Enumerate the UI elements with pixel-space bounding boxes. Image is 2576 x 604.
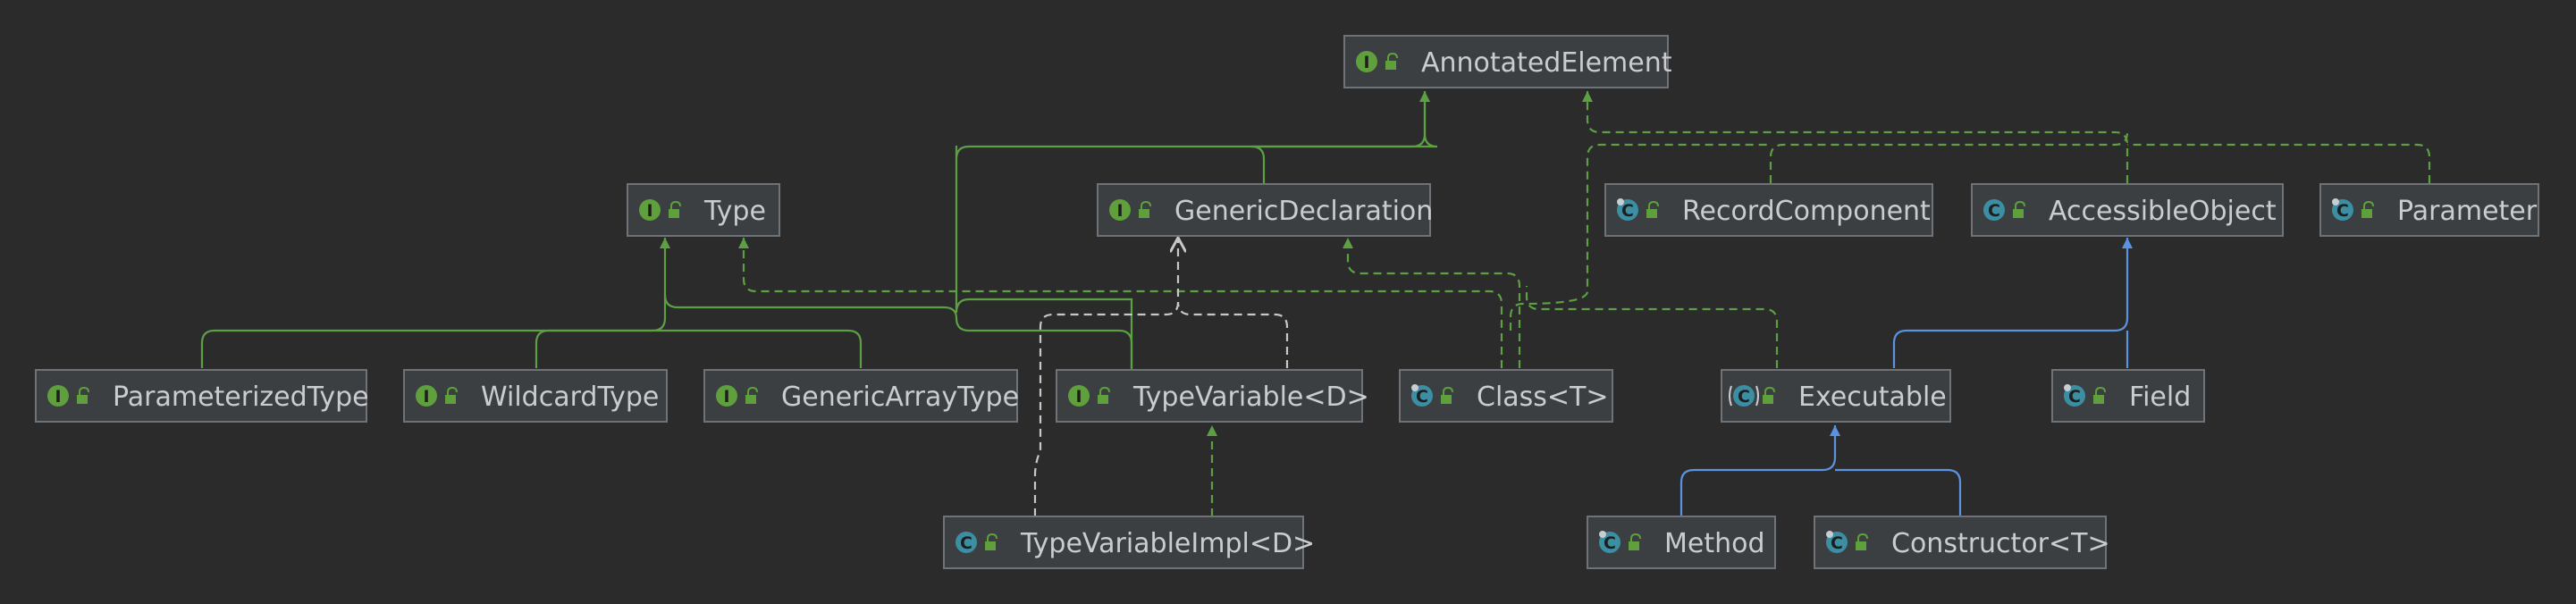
node-label: GenericDeclaration [1174,196,1433,227]
node-label: AnnotatedElement [1421,47,1672,79]
lock-open-icon [1629,533,1641,550]
lock-open-icon [985,533,998,550]
edges-layer [200,91,2431,516]
svg-text:I: I [723,387,729,407]
svg-text:C: C [1621,201,1634,221]
edge-class-t-to-generic-declaration [1343,238,1521,368]
svg-text:C: C [2068,387,2081,407]
lock-open-icon [1646,200,1659,218]
lock-open-icon [1856,533,1868,550]
lock-open-icon [745,386,758,404]
edge-accessible-object-to-annotated-element [1582,91,2129,183]
lock-open-icon [2361,200,2374,218]
node-type[interactable]: I Type [627,183,780,237]
edge-record-component-to-annotated-element [1769,131,2129,183]
node-class-t[interactable]: C Class<T> [1399,369,1613,423]
svg-text:I: I [1363,53,1369,72]
node-label: ParameterizedType [113,382,369,413]
interface-icon [1068,385,1090,407]
edge-class-t-to-type [738,238,1503,368]
node-label: AccessibleObject [2049,196,2277,227]
svg-text:I: I [646,201,652,221]
svg-text:C: C [1831,533,1843,553]
edge-method-to-executable [1679,425,1840,516]
lock-open-icon [1139,200,1151,218]
lock-open-icon [2093,386,2106,404]
node-parameterized-type[interactable]: I ParameterizedType [35,369,369,423]
node-accessible-object[interactable]: C AccessibleObject [1971,183,2284,237]
interface-icon [1109,199,1131,221]
svg-text:I: I [1116,201,1123,221]
node-executable[interactable]: C Executable [1721,369,1951,423]
node-method[interactable]: C Method [1587,516,1776,569]
edge-constructor-to-executable [1835,468,1962,516]
node-label: Parameter [2397,196,2538,227]
node-constructor-t[interactable]: C Constructor<T> [1814,516,2110,569]
edge-wildcard-type-to-type [535,329,665,368]
edge-executable-to-accessible-object [1892,238,2133,368]
node-label: Type [703,196,766,227]
node-wildcard-type[interactable]: I WildcardType [403,369,668,423]
interface-icon [639,199,661,221]
edge-generic-declaration-to-annotated-element [1250,91,1438,183]
edge-parameterized-type-to-type [200,238,670,368]
abstract-class-icon [1733,385,1755,407]
node-annotated-element[interactable]: I AnnotatedElement [1343,35,1672,88]
lock-open-icon [1098,386,1110,404]
lock-open-icon [445,386,458,404]
interface-icon [716,385,737,407]
nodes-layer: I AnnotatedElement I Type I [35,35,2539,569]
node-label: Constructor<T> [1891,528,2110,559]
node-generic-declaration[interactable]: I GenericDeclaration [1097,183,1433,237]
svg-text:C: C [1604,533,1616,553]
node-label: Method [1664,528,1765,559]
lock-open-icon [77,386,89,404]
lock-open-icon [1441,386,1453,404]
edge-parameter-to-annotated-element [2127,143,2431,183]
node-label: Field [2129,382,2191,413]
node-label: TypeVariableImpl<D> [1020,528,1315,559]
node-type-variable[interactable]: I TypeVariable<D> [1056,369,1369,423]
svg-text:I: I [1075,387,1082,407]
edge-type-variable-to-type [663,294,1133,368]
node-parameter[interactable]: C Parameter [2319,183,2539,237]
svg-text:I: I [55,387,61,407]
interface-icon [416,385,437,407]
edge-type-variable-to-annotated-element [955,91,1430,160]
node-label: GenericArrayType [781,382,1019,413]
edge-generic-array-type-to-type [665,329,863,368]
edge-class-t-to-annotated-element [1509,143,1771,331]
node-generic-array-type[interactable]: I GenericArrayType [703,369,1019,423]
svg-text:C: C [1988,201,2000,221]
svg-text:C: C [1416,387,1428,407]
svg-text:C: C [2336,201,2349,221]
node-label: Class<T> [1477,382,1609,413]
node-label: WildcardType [481,382,659,413]
node-record-component[interactable]: C RecordComponent [1604,183,1933,237]
lock-open-icon [1385,52,1398,70]
class-icon [1983,199,2005,221]
interface-icon [47,385,69,407]
node-label: TypeVariable<D> [1132,382,1369,413]
node-label: RecordComponent [1682,196,1931,227]
interface-icon [1356,51,1377,72]
svg-text:I: I [423,387,429,407]
svg-text:C: C [960,533,972,553]
edge-type-variable-to-generic-declaration [1176,301,1289,368]
node-field[interactable]: C Field [2051,369,2205,423]
lock-open-icon [669,200,681,218]
class-icon [955,532,977,553]
node-type-variable-impl[interactable]: C TypeVariableImpl<D> [943,516,1315,569]
node-label: Executable [1798,382,1947,413]
edge-type-variable-to-annotated-element-trunk [955,159,1133,386]
svg-text:C: C [1738,387,1750,407]
edge-executable-to-generic-declaration [1525,286,1779,368]
lock-open-icon [1763,386,1775,404]
lock-open-icon [2013,200,2025,218]
